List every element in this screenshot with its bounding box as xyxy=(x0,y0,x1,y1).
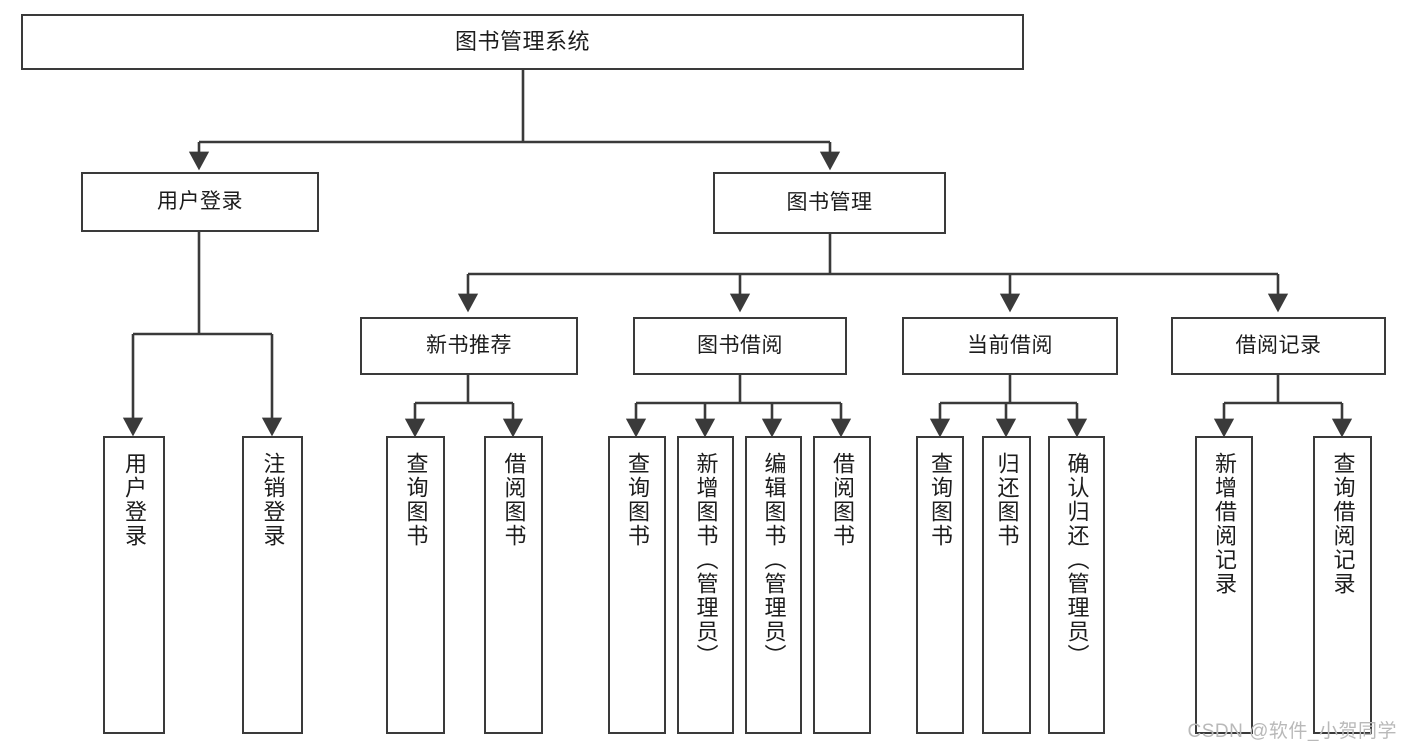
node-label: 新增图书（管理员） xyxy=(693,452,719,668)
leaf-book-borrow-add[interactable]: 新增图书（管理员） xyxy=(677,436,734,734)
leaf-borrow-records-query[interactable]: 查询借阅记录 xyxy=(1313,436,1372,734)
node-label: 当前借阅 xyxy=(967,334,1053,358)
node-label: 新增借阅记录 xyxy=(1211,452,1237,596)
node-label: 注销登录 xyxy=(260,452,286,548)
node-label: 查询图书 xyxy=(403,452,429,548)
node-label: 图书管理 xyxy=(786,191,873,215)
leaf-borrow-records-add[interactable]: 新增借阅记录 xyxy=(1195,436,1253,734)
node-label: 确认归还（管理员） xyxy=(1064,452,1090,668)
leaf-book-borrow-query[interactable]: 查询图书 xyxy=(608,436,666,734)
csdn-watermark: CSDN @软件_小贺同学 xyxy=(1187,721,1397,742)
leaf-current-borrow-confirm-return[interactable]: 确认归还（管理员） xyxy=(1048,436,1105,734)
leaf-new-book-query[interactable]: 查询图书 xyxy=(386,436,445,734)
node-label: 查询图书 xyxy=(927,452,953,548)
node-label: 归还图书 xyxy=(994,452,1020,548)
node-new-book-recommend[interactable]: 新书推荐 xyxy=(360,317,578,375)
leaf-user-login-logout[interactable]: 注销登录 xyxy=(242,436,303,734)
node-label: 图书管理系统 xyxy=(454,28,590,54)
node-label: 借阅图书 xyxy=(501,452,527,548)
leaf-user-login-login[interactable]: 用户登录 xyxy=(103,436,165,734)
node-label: 借阅记录 xyxy=(1235,334,1322,358)
node-root-system[interactable]: 图书管理系统 xyxy=(21,14,1024,70)
node-label: 用户登录 xyxy=(121,452,147,548)
node-label: 查询借阅记录 xyxy=(1330,452,1356,596)
node-book-borrow[interactable]: 图书借阅 xyxy=(633,317,847,375)
leaf-current-borrow-query[interactable]: 查询图书 xyxy=(916,436,964,734)
leaf-book-borrow-borrow[interactable]: 借阅图书 xyxy=(813,436,871,734)
node-label: 借阅图书 xyxy=(829,452,855,548)
node-label: 查询图书 xyxy=(624,452,650,548)
node-current-borrow[interactable]: 当前借阅 xyxy=(902,317,1118,375)
node-borrow-records[interactable]: 借阅记录 xyxy=(1171,317,1386,375)
node-label: 图书借阅 xyxy=(697,334,783,358)
node-label: 用户登录 xyxy=(157,190,243,214)
node-label: 编辑图书（管理员） xyxy=(761,452,787,668)
leaf-current-borrow-return[interactable]: 归还图书 xyxy=(982,436,1031,734)
node-book-management[interactable]: 图书管理 xyxy=(713,172,946,234)
node-label: 新书推荐 xyxy=(426,334,512,358)
leaf-book-borrow-edit[interactable]: 编辑图书（管理员） xyxy=(745,436,802,734)
node-user-login[interactable]: 用户登录 xyxy=(81,172,319,232)
leaf-new-book-borrow[interactable]: 借阅图书 xyxy=(484,436,543,734)
